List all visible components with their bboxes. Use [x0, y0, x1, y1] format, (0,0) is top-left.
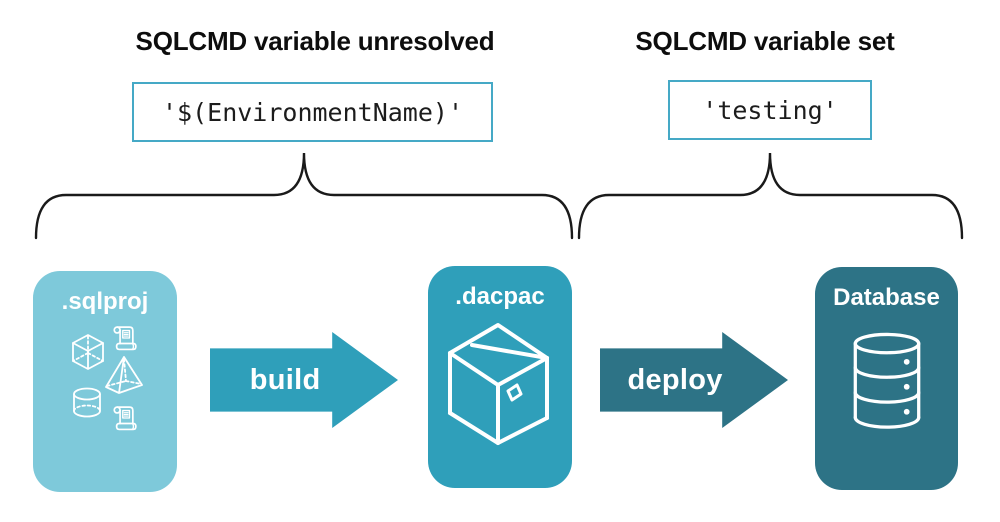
script-scroll-icon — [113, 406, 137, 431]
script-scroll-icon — [113, 326, 137, 351]
package-box-icon — [448, 323, 549, 445]
sql-project-objects-icon — [72, 326, 143, 431]
deploy-arrow: deploy — [600, 332, 788, 428]
database-cylinder-icon — [853, 332, 921, 429]
pyramid-icon — [105, 356, 143, 394]
heading-variable-unresolved: SQLCMD variable unresolved — [135, 26, 495, 56]
left-curly-brace — [34, 152, 574, 240]
stage-sqlproj: .sqlproj — [33, 271, 177, 492]
heading-variable-set: SQLCMD variable set — [635, 26, 895, 56]
code-value-unresolved: '$(EnvironmentName)' — [161, 97, 464, 127]
code-value-set: 'testing' — [702, 95, 838, 125]
cylinder-icon — [73, 387, 101, 418]
right-curly-brace — [577, 152, 964, 240]
stage-dacpac: .dacpac — [428, 266, 572, 488]
package-label-icon — [506, 383, 523, 402]
deploy-arrow-label: deploy — [627, 363, 723, 396]
database-dots — [903, 358, 910, 415]
stage-database-label: Database — [833, 284, 940, 311]
cube-icon — [72, 334, 104, 370]
code-box-set: 'testing' — [668, 80, 872, 140]
build-arrow: build — [210, 332, 398, 428]
stage-database: Database — [815, 267, 958, 490]
stage-dacpac-label: .dacpac — [455, 283, 545, 310]
build-arrow-label: build — [249, 363, 321, 396]
code-box-unresolved: '$(EnvironmentName)' — [132, 82, 493, 142]
stage-sqlproj-label: .sqlproj — [61, 288, 149, 315]
